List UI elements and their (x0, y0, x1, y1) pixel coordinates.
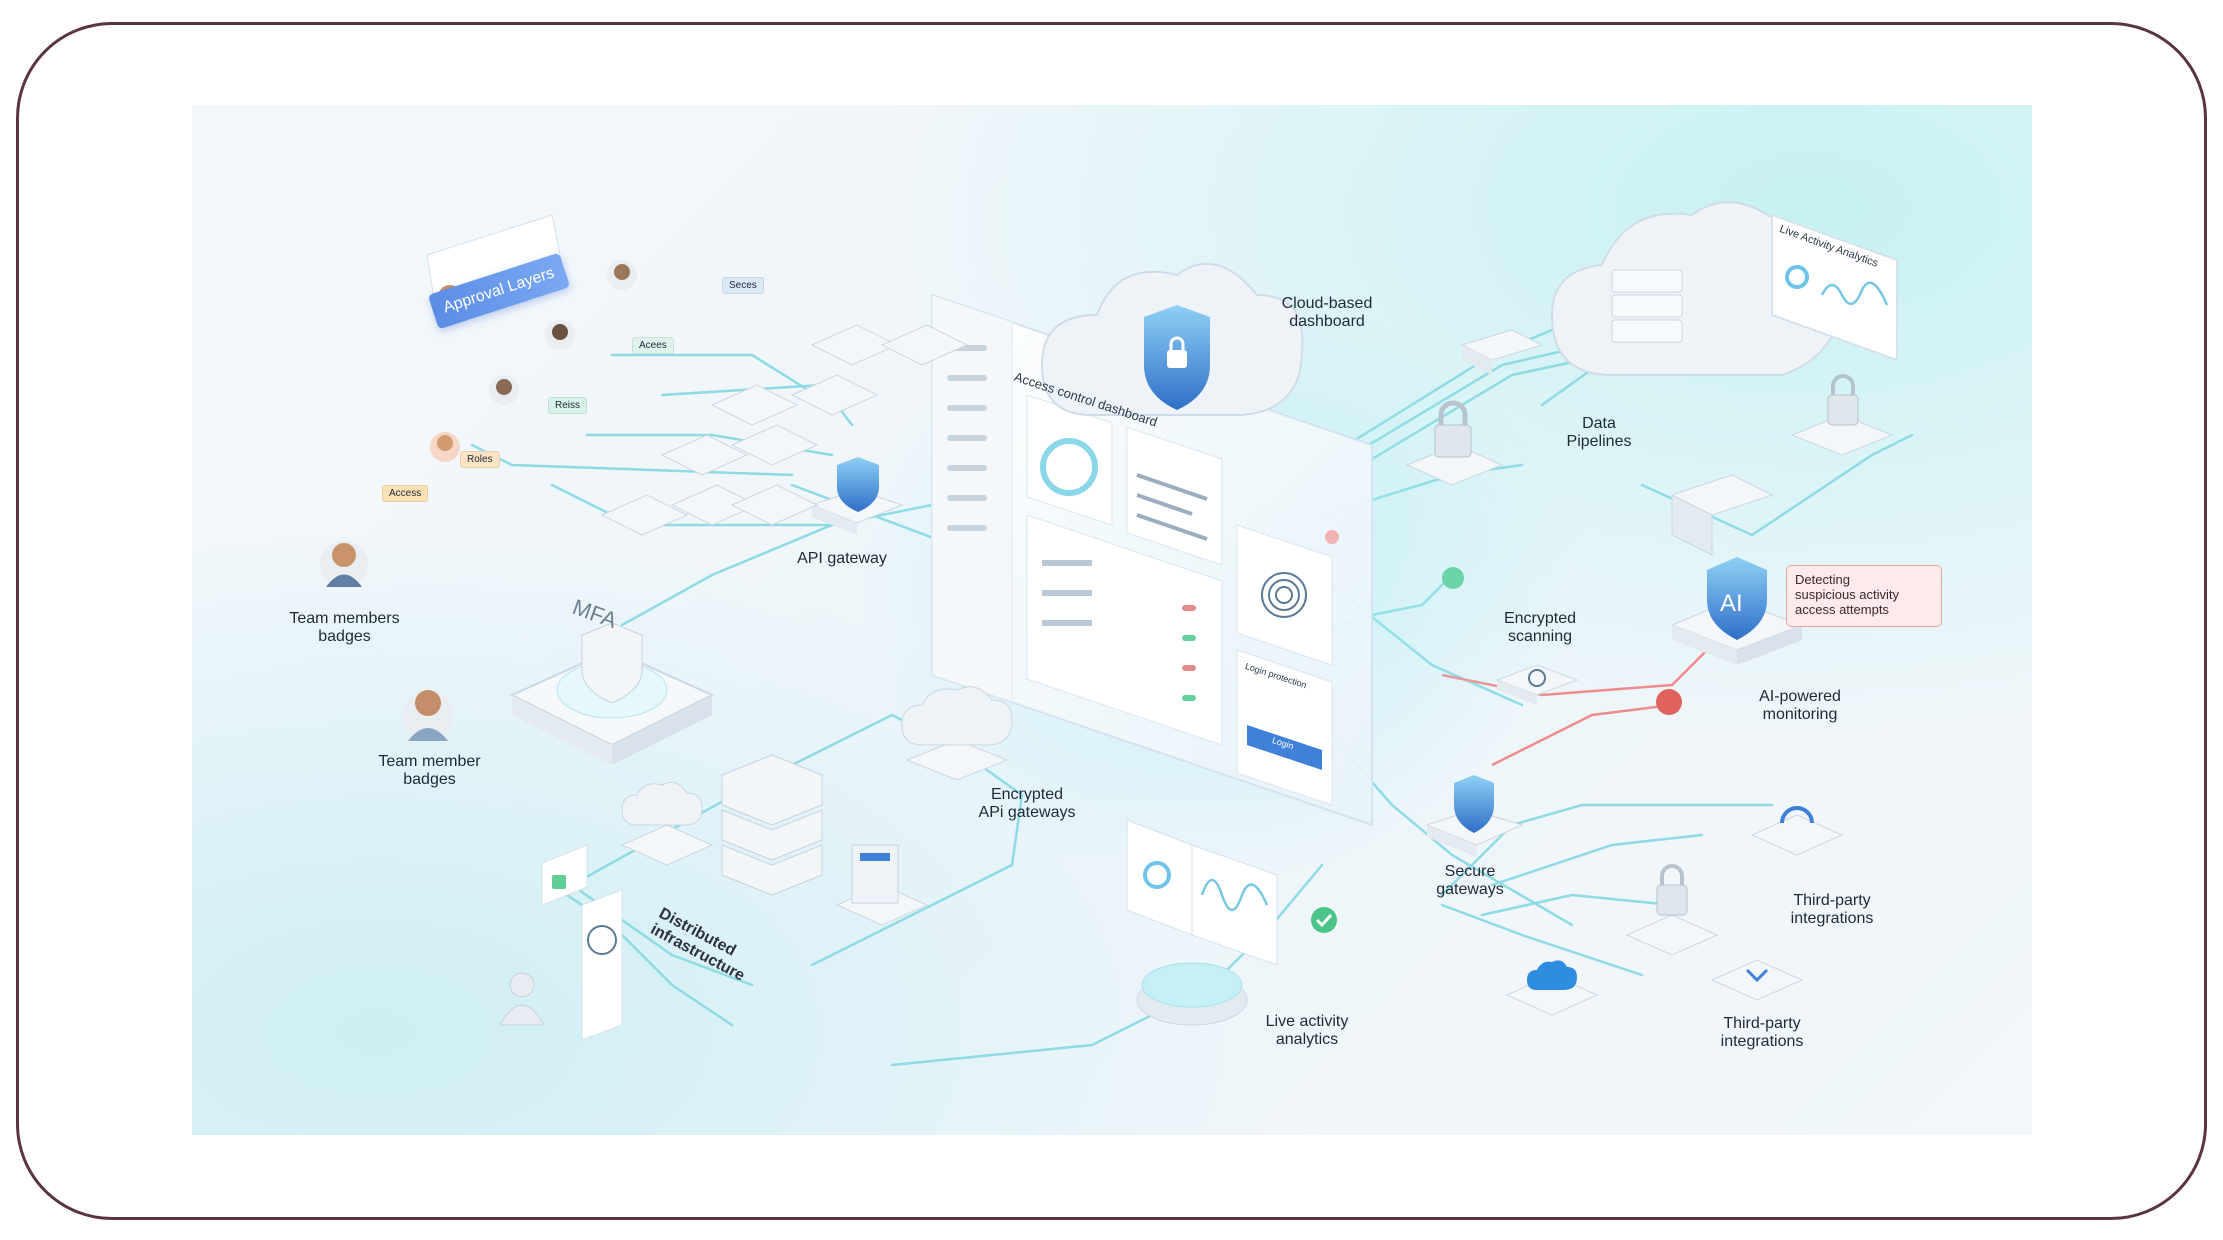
check-icon (1315, 913, 1333, 928)
alert-dot-icon (1656, 689, 1682, 715)
role-tiles (600, 324, 969, 536)
live-activity-panel (1771, 213, 1898, 362)
mfa-platform (509, 622, 715, 765)
padlock-icon (1790, 374, 1894, 456)
label-secure-gateways: Secure gateways (1436, 863, 1504, 898)
api-gateway-node (810, 457, 904, 535)
padlock-icon (1625, 864, 1719, 956)
label-third-party-2: Third-party integrations (1720, 1015, 1804, 1050)
label-team-members-badges: Team members badges (289, 610, 400, 645)
third-party-tile (1750, 806, 1844, 856)
fingerprint-icon (587, 925, 617, 955)
label-encrypted-scanning: Encrypted scanning (1503, 610, 1577, 645)
label-live-activity: Live activity analytics (1265, 1013, 1349, 1048)
check-dot-icon (1311, 907, 1337, 933)
encrypted-scanning-tile (1495, 664, 1579, 705)
label-ai-monitoring: AI-powered monitoring (1759, 688, 1841, 723)
cloud-tile (1505, 960, 1599, 1016)
live-activity-analytics-node (1126, 819, 1278, 1026)
shield-icon (837, 457, 879, 512)
label-team-member-badges: Team member badges (378, 753, 481, 788)
secure-gateway-node (1425, 775, 1524, 857)
fingerprint-icon (1528, 669, 1546, 687)
label-encrypted-api-gateways: Encrypted APi gateways (978, 786, 1076, 821)
tag-acees: Acees (632, 337, 674, 354)
label-data-pipelines: Data Pipelines (1566, 415, 1632, 450)
fingerprint-icon (1261, 572, 1307, 618)
suspicious-activity-alert: Detecting suspicious activity access att… (1786, 565, 1942, 627)
padlock-icon (1405, 400, 1504, 486)
access-control-dashboard (852, 285, 1572, 885)
ai-shield-node (1670, 557, 1804, 665)
label-api-gateway: API gateway (797, 550, 887, 567)
diagram-canvas: Approval Layers Seces Acees Reiss Roles … (192, 105, 2032, 1135)
tag-roles: Roles (460, 451, 500, 468)
data-pipeline-servers (1460, 201, 1844, 556)
shield-icon (1707, 557, 1767, 640)
tag-reiss: Reiss (548, 397, 588, 414)
label-third-party-1: Third-party integrations (1790, 892, 1874, 927)
distributed-infrastructure (499, 754, 929, 1041)
ai-label: AI (1720, 590, 1743, 617)
tag-seces: Seces (722, 277, 764, 294)
third-party-tile (1710, 959, 1804, 1001)
cloud-icon (1040, 262, 1304, 416)
label-cloud-dashboard: Cloud-based dashboard (1281, 295, 1373, 330)
tag-access: Access (382, 485, 429, 502)
encrypted-api-gateway-node (901, 686, 1013, 781)
outer-frame (16, 22, 2207, 1220)
shield-icon (1454, 775, 1494, 833)
user-icon (499, 972, 545, 1026)
diagram-svg (320, 201, 1914, 1067)
